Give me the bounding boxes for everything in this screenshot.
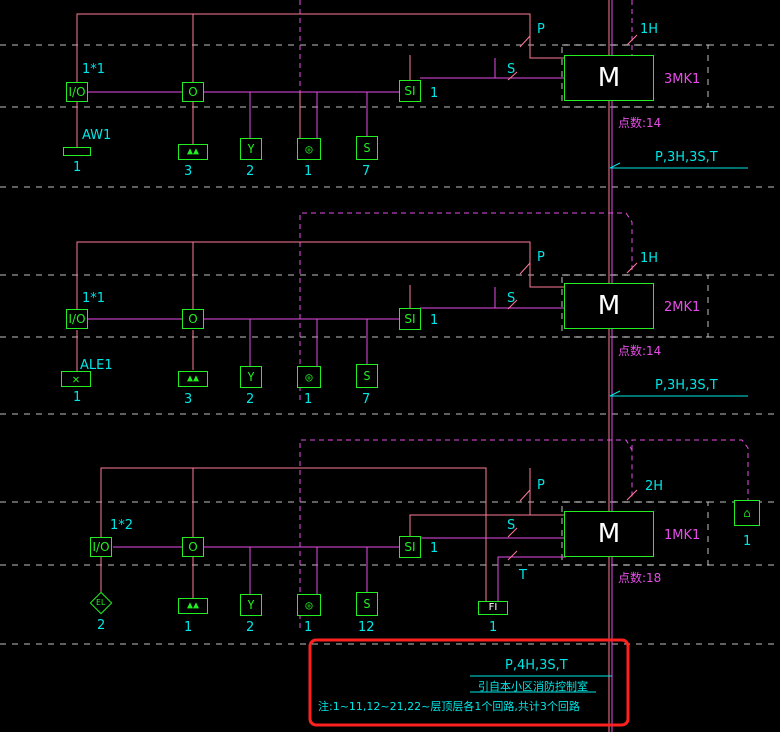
device-count: 1 [73,390,82,405]
controller-name: 2MK1 [664,300,701,315]
output-module[interactable]: O [182,537,204,557]
wire-p: P [537,22,545,37]
wire-s: S [507,62,516,77]
smoke-count: 2 [246,620,255,635]
wire-p: P [537,478,545,493]
si-module[interactable]: SI [399,80,421,102]
controller-name: 3MK1 [664,72,701,87]
highlight-frame [308,638,630,727]
io-module[interactable]: I/O [90,537,112,557]
heat-detector-icon[interactable]: S [356,592,378,616]
device-label: EL [96,597,106,607]
wire-s: S [507,518,516,533]
footer-line1: 引自本小区消防控制室 [478,680,588,693]
floor-3MK1 [76,13,748,169]
sounder-icon[interactable]: ▲▲ [178,598,208,614]
smoke-detector-icon[interactable]: Y [240,138,262,160]
heat-count: 12 [358,620,375,635]
sounder-icon[interactable]: ▲▲ [178,144,208,160]
aw-device[interactable] [63,147,91,156]
device-count: 2 [97,618,106,633]
device-label: ALE1 [80,358,113,373]
call-point-count: 1 [304,620,313,635]
sounder-count: 1 [184,620,193,635]
riser-label: P,3H,3S,T [655,150,718,165]
bell-count: 1 [743,534,752,549]
io-module[interactable]: I/O [66,82,88,102]
heat-count: 7 [362,164,371,179]
manual-call-point-icon[interactable]: ◎ [297,138,321,160]
wire-s: S [507,291,516,306]
output-module[interactable]: O [182,82,204,102]
io-tag: 1*1 [82,291,106,306]
manual-call-point-icon[interactable]: ◎ [297,594,321,616]
fi-count: 1 [489,620,498,635]
io-tag: 1*1 [82,62,106,77]
heat-count: 7 [362,392,371,407]
wire-t: T [519,568,527,583]
floor-2MK1 [76,212,748,400]
smoke-detector-icon[interactable]: Y [240,594,262,616]
manual-call-point-icon[interactable]: ◎ [297,366,321,388]
output-module[interactable]: O [182,309,204,329]
sounder-count: 3 [184,164,193,179]
io-module[interactable]: I/O [66,309,88,329]
call-point-count: 1 [304,164,313,179]
si-count: 1 [430,86,439,101]
riser-label: P,3H,3S,T [655,378,718,393]
heat-detector-icon[interactable]: S [356,136,378,160]
wire-h: 2H [645,479,664,494]
wire-h: 1H [640,251,659,266]
controller-module[interactable]: M [564,283,654,329]
controller-module[interactable]: M [564,55,654,101]
io-tag: 1*2 [110,518,134,533]
si-module[interactable]: SI [399,308,421,330]
point-count: 点数:14 [618,344,662,358]
si-count: 1 [430,313,439,328]
point-count: 点数:14 [618,116,662,130]
floor-1MK1 [100,439,749,628]
sounder-count: 3 [184,392,193,407]
call-point-count: 1 [304,392,313,407]
bell-icon[interactable]: ⌂ [734,500,760,526]
point-count: 点数:18 [618,571,662,585]
smoke-count: 2 [246,392,255,407]
device-count: 1 [73,160,82,175]
footer-line2: 注:1~11,12~21,22~层顶层各1个回路,共计3个回路 [318,700,580,713]
smoke-count: 2 [246,164,255,179]
fi-module[interactable]: FI [478,601,508,615]
wire-p: P [537,250,545,265]
heat-detector-icon[interactable]: S [356,364,378,388]
controller-name: 1MK1 [664,528,701,543]
controller-module[interactable]: M [564,511,654,557]
si-count: 1 [430,541,439,556]
smoke-detector-icon[interactable]: Y [240,366,262,388]
si-module[interactable]: SI [399,536,421,558]
sounder-icon[interactable]: ▲▲ [178,371,208,387]
device-label: AW1 [82,128,112,143]
footer-cable: P,4H,3S,T [505,658,568,673]
exit-light-icon[interactable]: ✕ [61,371,91,387]
wire-h: 1H [640,22,659,37]
